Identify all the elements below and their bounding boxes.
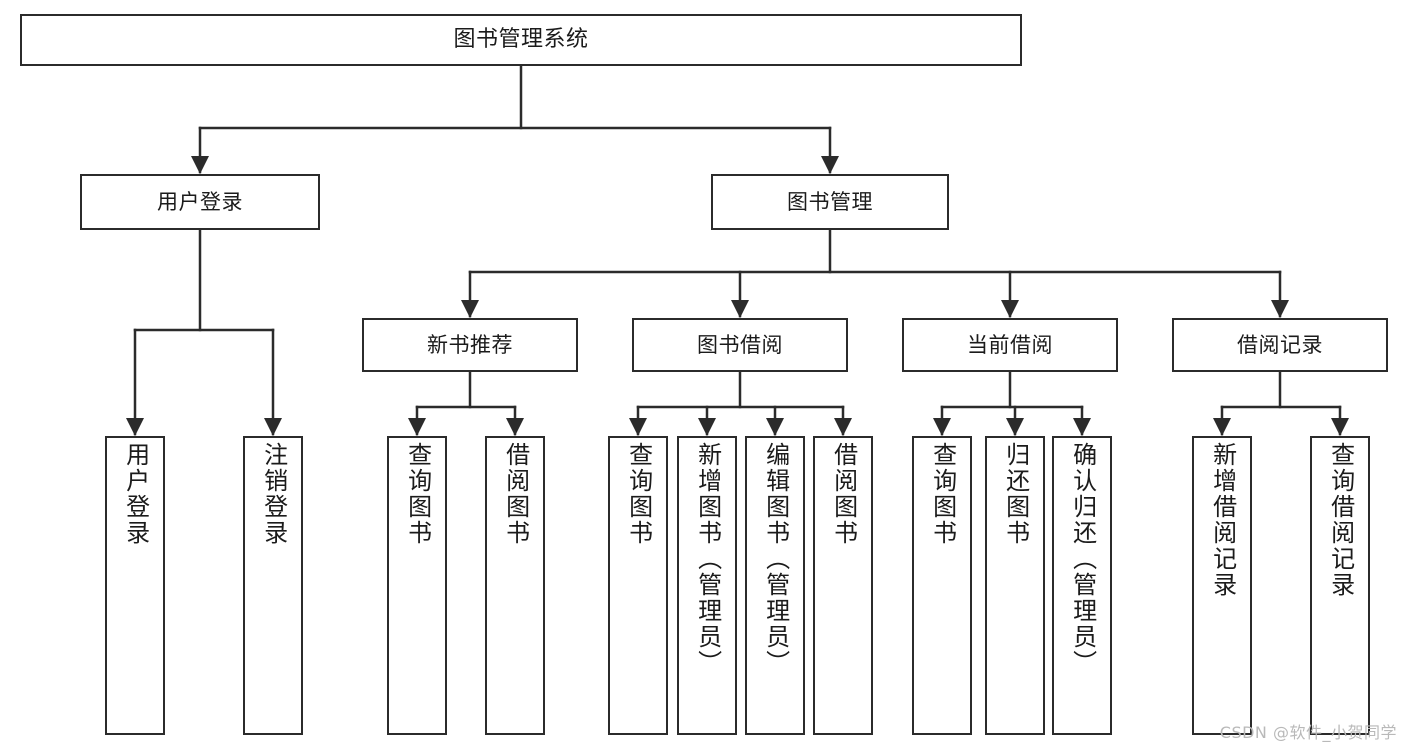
watermark: CSDN @软件_小贺同学 [1219,723,1397,742]
node-label-leaf-query-book-current: 查询图书 [928,442,957,546]
connector-arrowhead [834,418,852,436]
node-label-leaf-query-book-recommend: 查询图书 [403,442,432,546]
node-leaf-logout[interactable]: 注销登录 [243,436,303,735]
node-current-borrow[interactable]: 当前借阅 [902,318,1118,372]
node-label-leaf-add-book-admin: 新增图书（管理员） [693,442,722,676]
connector-arrowhead [264,418,282,436]
node-label-book-borrow: 图书借阅 [697,332,783,357]
connector-arrowhead [408,418,426,436]
node-label-borrow-record: 借阅记录 [1237,332,1323,357]
node-user-login[interactable]: 用户登录 [80,174,320,230]
node-borrow-record[interactable]: 借阅记录 [1172,318,1388,372]
connector-arrowhead [1271,300,1289,318]
connector-arrowhead [698,418,716,436]
node-leaf-query-book-borrow[interactable]: 查询图书 [608,436,668,735]
connector-arrowhead [1213,418,1231,436]
node-new-book-recommend[interactable]: 新书推荐 [362,318,578,372]
node-label-leaf-borrow-book-recommend: 借阅图书 [501,442,530,546]
node-label-current-borrow: 当前借阅 [967,332,1053,357]
connector-arrowhead [1073,418,1091,436]
node-label-root: 图书管理系统 [453,27,589,53]
node-leaf-query-book-recommend[interactable]: 查询图书 [387,436,447,735]
connector-arrowhead [461,300,479,318]
node-leaf-borrow-book[interactable]: 借阅图书 [813,436,873,735]
node-book-borrow[interactable]: 图书借阅 [632,318,848,372]
node-leaf-query-borrow-record[interactable]: 查询借阅记录 [1310,436,1370,735]
connector-arrowhead [191,156,209,174]
node-leaf-add-book-admin[interactable]: 新增图书（管理员） [677,436,737,735]
node-label-leaf-query-book-borrow: 查询图书 [624,442,653,546]
node-label-leaf-edit-book-admin: 编辑图书（管理员） [761,442,790,676]
connector-arrowhead [126,418,144,436]
connector-arrowhead [821,156,839,174]
node-leaf-return-book[interactable]: 归还图书 [985,436,1045,735]
node-label-leaf-logout: 注销登录 [259,442,288,546]
node-leaf-edit-book-admin[interactable]: 编辑图书（管理员） [745,436,805,735]
connector-arrowhead [1006,418,1024,436]
connector-arrowhead [731,300,749,318]
connector-arrowhead [1001,300,1019,318]
node-leaf-user-login[interactable]: 用户登录 [105,436,165,735]
node-leaf-borrow-book-recommend[interactable]: 借阅图书 [485,436,545,735]
connector-arrowhead [506,418,524,436]
node-leaf-query-book-current[interactable]: 查询图书 [912,436,972,735]
node-leaf-confirm-return-admin[interactable]: 确认归还（管理员） [1052,436,1112,735]
node-label-book-management: 图书管理 [787,189,873,214]
node-label-new-book-recommend: 新书推荐 [427,332,513,357]
node-label-user-login: 用户登录 [157,189,243,214]
node-book-management[interactable]: 图书管理 [711,174,949,230]
node-label-leaf-add-borrow-record: 新增借阅记录 [1208,442,1237,598]
node-label-leaf-return-book: 归还图书 [1001,442,1030,546]
node-label-leaf-query-borrow-record: 查询借阅记录 [1326,442,1355,598]
node-root[interactable]: 图书管理系统 [20,14,1022,66]
node-leaf-add-borrow-record[interactable]: 新增借阅记录 [1192,436,1252,735]
connector-arrowhead [1331,418,1349,436]
node-label-leaf-user-login: 用户登录 [121,442,150,546]
node-label-leaf-confirm-return-admin: 确认归还（管理员） [1068,442,1097,676]
connector-arrowhead [933,418,951,436]
node-label-leaf-borrow-book: 借阅图书 [829,442,858,546]
connector-arrowhead [766,418,784,436]
connector-arrowhead [629,418,647,436]
